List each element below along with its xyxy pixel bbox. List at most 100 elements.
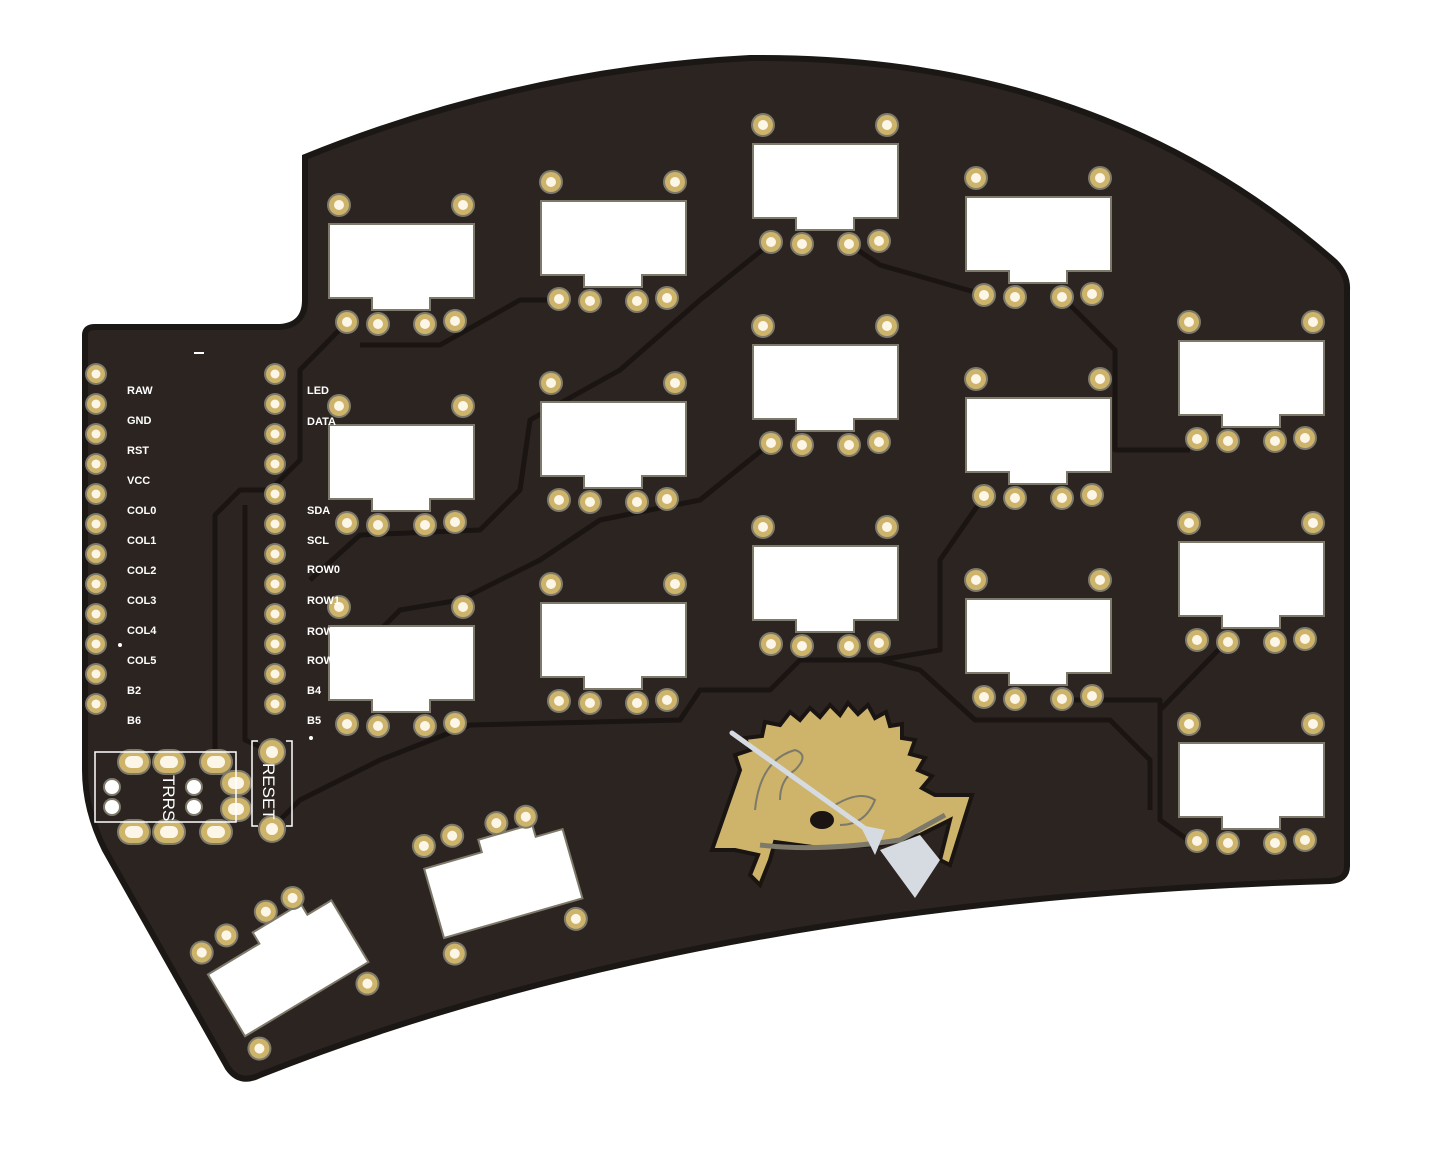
oval-pad bbox=[199, 749, 233, 775]
solder-pad bbox=[1216, 630, 1240, 654]
solder-pad bbox=[625, 289, 649, 313]
copper-trace bbox=[268, 493, 988, 832]
key-switch-footprints bbox=[189, 113, 1325, 1061]
solder-pad bbox=[264, 393, 286, 415]
pin-label-col2: COL2 bbox=[127, 565, 156, 577]
copper-trace bbox=[358, 440, 774, 652]
solder-pad bbox=[867, 430, 891, 454]
solder-pad bbox=[327, 394, 351, 418]
solder-pad bbox=[875, 515, 899, 539]
solder-pad bbox=[790, 232, 814, 256]
solder-pad bbox=[335, 712, 359, 736]
key-switch bbox=[751, 314, 899, 457]
switch-cutout bbox=[752, 143, 899, 231]
solder-pad bbox=[1080, 684, 1104, 708]
solder-pad bbox=[189, 940, 214, 965]
switch-cutout bbox=[328, 625, 475, 713]
key-switch bbox=[751, 113, 899, 256]
solder-pad bbox=[964, 568, 988, 592]
pin-label-col5: COL5 bbox=[127, 655, 156, 667]
solder-pad bbox=[413, 714, 437, 738]
solder-pad bbox=[513, 804, 538, 829]
oval-pad bbox=[117, 819, 151, 845]
solder-pad bbox=[867, 229, 891, 253]
solder-pad bbox=[484, 811, 509, 836]
solder-pad bbox=[790, 634, 814, 658]
solder-pad bbox=[264, 573, 286, 595]
solder-pad bbox=[264, 603, 286, 625]
key-switch bbox=[539, 170, 687, 313]
solder-pad bbox=[1003, 687, 1027, 711]
key-switch bbox=[1177, 712, 1325, 855]
solder-pad bbox=[972, 283, 996, 307]
oval-pad bbox=[117, 749, 151, 775]
solder-pad bbox=[875, 314, 899, 338]
copper-trace bbox=[1061, 296, 1190, 453]
solder-pad bbox=[85, 633, 107, 655]
pin-label-vcc: VCC bbox=[127, 475, 150, 487]
solder-pad bbox=[625, 490, 649, 514]
solder-pad bbox=[759, 632, 783, 656]
solder-pad bbox=[1003, 285, 1027, 309]
pin-label-b5: B5 bbox=[307, 715, 321, 727]
oval-pad bbox=[152, 819, 186, 845]
copper-trace bbox=[360, 297, 560, 348]
solder-pad bbox=[751, 113, 775, 137]
solder-pad bbox=[837, 433, 861, 457]
solder-pad bbox=[578, 289, 602, 313]
solder-pad bbox=[972, 685, 996, 709]
reset-label: RESET bbox=[259, 763, 278, 820]
solder-pad bbox=[264, 453, 286, 475]
solder-pad bbox=[1050, 285, 1074, 309]
board-outline bbox=[82, 54, 1351, 1082]
copper-trace bbox=[1158, 638, 1230, 712]
pin-label-data: DATA bbox=[307, 416, 336, 428]
switch-cutout bbox=[540, 401, 687, 489]
solder-pad bbox=[247, 1036, 272, 1061]
switch-cutout bbox=[1178, 742, 1325, 830]
key-switch bbox=[327, 193, 475, 336]
solder-pad bbox=[964, 166, 988, 190]
solder-pad bbox=[837, 232, 861, 256]
solder-pad bbox=[258, 815, 286, 843]
switch-cutout bbox=[540, 602, 687, 690]
solder-pad bbox=[264, 543, 286, 565]
solder-pad bbox=[264, 483, 286, 505]
solder-pad bbox=[1088, 568, 1112, 592]
solder-pad bbox=[258, 738, 286, 766]
solder-pad bbox=[280, 885, 305, 910]
solder-pad bbox=[1216, 831, 1240, 855]
solder-pad bbox=[413, 513, 437, 537]
solder-pad bbox=[85, 573, 107, 595]
solder-pad bbox=[1293, 627, 1317, 651]
solder-pad bbox=[751, 515, 775, 539]
solder-pad bbox=[837, 634, 861, 658]
solder-pad bbox=[1003, 486, 1027, 510]
solder-pad bbox=[1185, 829, 1209, 853]
solder-pad bbox=[253, 899, 278, 924]
solder-pad bbox=[440, 823, 465, 848]
trrs-label: TRRS bbox=[159, 775, 178, 821]
pin-label-col0: COL0 bbox=[127, 505, 156, 517]
solder-pad bbox=[563, 906, 588, 931]
solder-pad bbox=[1177, 310, 1201, 334]
solder-pad bbox=[964, 367, 988, 391]
solder-pad bbox=[451, 595, 475, 619]
solder-pad bbox=[1080, 282, 1104, 306]
solder-pad bbox=[1177, 712, 1201, 736]
pin-label-raw: RAW bbox=[127, 385, 153, 397]
key-switch bbox=[1177, 511, 1325, 654]
solder-pad bbox=[972, 484, 996, 508]
thumb-key-switch bbox=[189, 885, 380, 1061]
solder-pad bbox=[264, 693, 286, 715]
solder-pad bbox=[335, 511, 359, 535]
solder-pad bbox=[442, 941, 467, 966]
solder-pad bbox=[85, 363, 107, 385]
switch-cutout bbox=[1178, 340, 1325, 428]
solder-pad bbox=[625, 691, 649, 715]
solder-pad bbox=[327, 595, 351, 619]
solder-pad bbox=[1050, 687, 1074, 711]
pin-label-b4: B4 bbox=[307, 685, 322, 697]
solder-pad bbox=[751, 314, 775, 338]
copper-trace bbox=[879, 657, 1153, 810]
